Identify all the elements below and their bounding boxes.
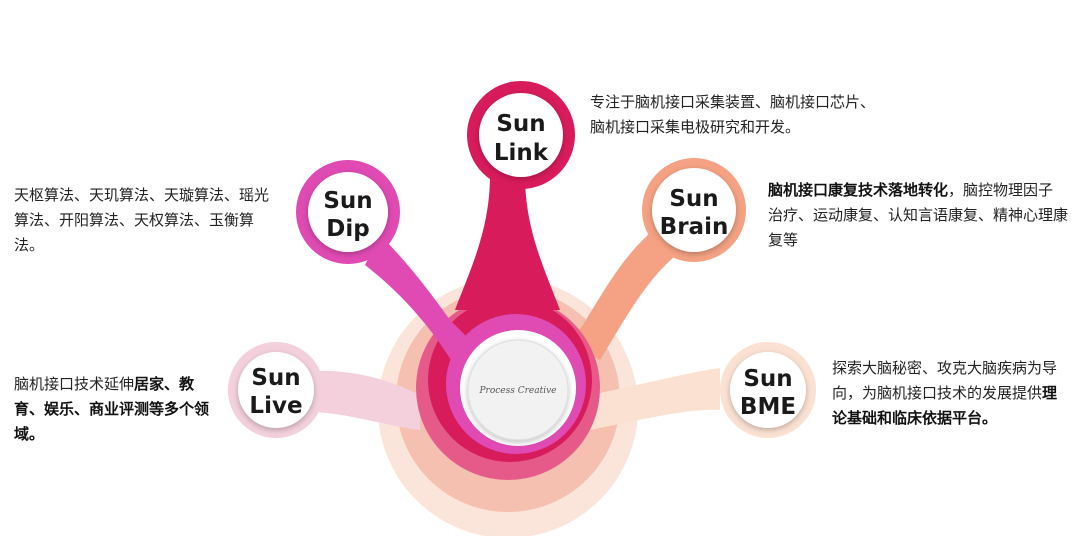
center-disc <box>467 339 569 441</box>
desc-sun-link: 专注于脑机接口采集装置、脑机接口芯片、脑机接口采集电极研究和开发。 <box>590 90 880 140</box>
desc-sun-dip-text: 天枢算法、天玑算法、天璇算法、瑶光算法、开阳算法、天权算法、玉衡算法。 <box>14 186 270 254</box>
desc-sun-live-bold: 居家、教育、娱乐、商业评测等多个领域。 <box>14 375 210 443</box>
node-sun-brain: Sun Brain <box>652 168 736 252</box>
node-sun-link-line2: Link <box>494 140 549 166</box>
desc-sun-bme-bold: 理论基础和临床依据平台。 <box>832 384 1058 427</box>
node-sun-bme-line1: Sun <box>743 366 792 392</box>
desc-sun-brain-text: ，脑控物理因子治疗、运动康复、认知言语康复、精神心理康复等 <box>768 181 1069 249</box>
desc-sun-dip: 天枢算法、天玑算法、天璇算法、瑶光算法、开阳算法、天权算法、玉衡算法。 <box>14 183 274 258</box>
desc-sun-link-text: 专注于脑机接口采集装置、脑机接口芯片、脑机接口采集电极研究和开发。 <box>590 93 876 136</box>
node-sun-dip: Sun Dip <box>308 172 388 252</box>
node-sun-bme-line2: BME <box>740 394 796 420</box>
desc-sun-brain-bold: 脑机接口康复技术落地转化 <box>768 181 949 199</box>
center-label: Process Creative <box>478 386 556 396</box>
node-sun-dip-line2: Dip <box>326 216 369 242</box>
node-sun-brain-line1: Sun <box>669 186 718 212</box>
node-sun-dip-line1: Sun <box>323 188 372 214</box>
desc-sun-bme: 探索大脑秘密、攻克大脑疾病为导向，为脑机接口技术的发展提供理论基础和临床依据平台… <box>832 356 1072 431</box>
desc-sun-live-text: 脑机接口技术延伸 <box>14 375 135 393</box>
desc-sun-live: 脑机接口技术延伸居家、教育、娱乐、商业评测等多个领域。 <box>14 372 219 447</box>
node-sun-brain-line2: Brain <box>660 214 729 240</box>
node-sun-live-line2: Live <box>249 393 302 419</box>
desc-sun-bme-text: 探索大脑秘密、攻克大脑疾病为导向，为脑机接口技术的发展提供 <box>832 359 1058 402</box>
node-sun-live-line1: Sun <box>251 365 300 391</box>
node-sun-live: Sun Live <box>238 352 314 428</box>
node-sun-link: Sun Link <box>479 93 563 177</box>
node-sun-link-line1: Sun <box>496 111 545 137</box>
node-sun-bme: Sun BME <box>730 352 806 428</box>
desc-sun-brain: 脑机接口康复技术落地转化，脑控物理因子治疗、运动康复、认知言语康复、精神心理康复… <box>768 178 1068 253</box>
